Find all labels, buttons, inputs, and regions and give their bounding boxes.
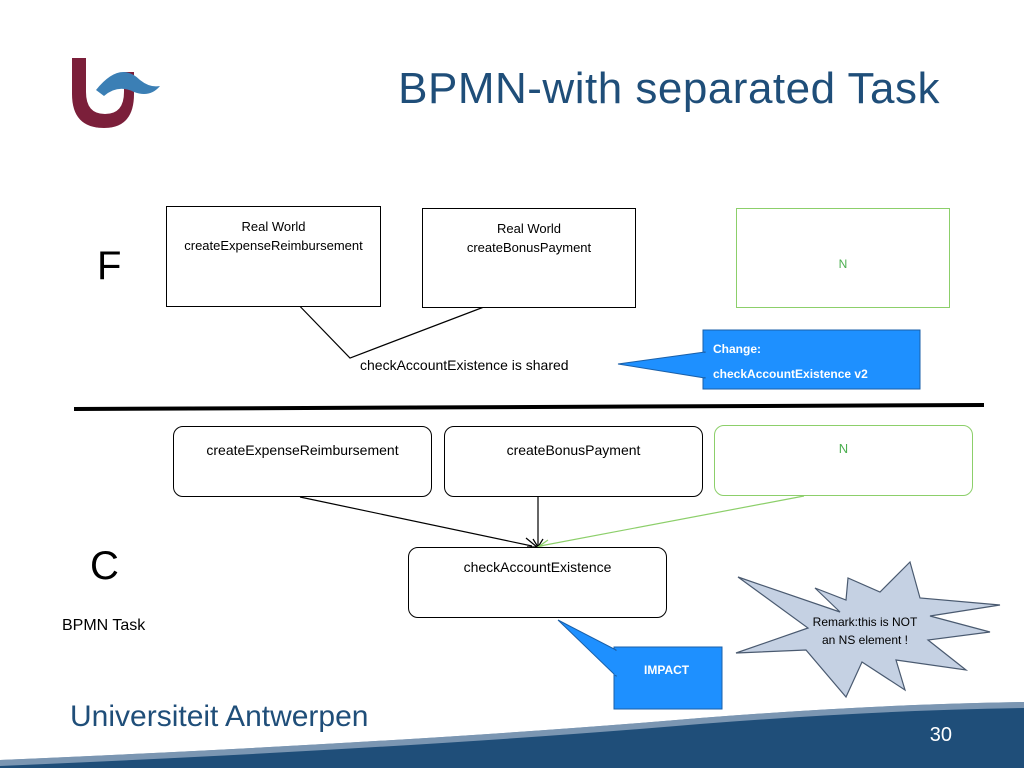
remark-starburst [735,560,1001,699]
box-line-2: createBonusPayment [466,240,592,255]
task-create-expense: createExpenseReimbursement [173,426,432,497]
task-label: checkAccountExistence [463,559,612,575]
change-callout-detail: checkAccountExistence v2 [713,367,868,381]
box-line-2: createExpenseReimbursement [184,238,363,253]
functional-layer-label: F [97,244,122,288]
n-box-top: N [736,208,950,308]
task-label: createBonusPayment [506,442,641,458]
university-logo [72,58,160,128]
change-callout [617,329,921,390]
layer-divider [73,403,985,411]
real-world-bonus-box: Real World createBonusPayment [422,208,636,308]
box-line-1: Real World [496,221,562,236]
n-label: N [838,257,848,271]
n-label: N [838,441,849,456]
remark-text: Remark:this is NOT an NS element ! [800,613,930,649]
task-label: createExpenseReimbursement [206,442,399,458]
university-name: Universiteit Antwerpen [70,700,369,733]
box-line-1: Real World [241,219,306,234]
remark-line-2: an NS element ! [821,633,909,647]
impact-label: IMPACT [644,663,690,677]
real-world-expense-box: Real World createExpenseReimbursement [166,206,381,307]
remark-line-1: Remark:this is NOT [812,615,918,629]
shared-note: checkAccountExistence is shared [360,357,569,373]
task-create-bonus: createBonusPayment [444,426,703,497]
change-callout-title: Change: [713,342,761,356]
bpmn-task-label: BPMN Task [62,617,146,634]
impact-callout [557,619,723,710]
page-number: 30 [929,724,952,746]
construction-layer-label: C [90,544,119,588]
task-n: N [714,425,973,496]
task-check-account: checkAccountExistence [408,547,667,618]
page-title: BPMN-with separated Task [398,64,940,113]
